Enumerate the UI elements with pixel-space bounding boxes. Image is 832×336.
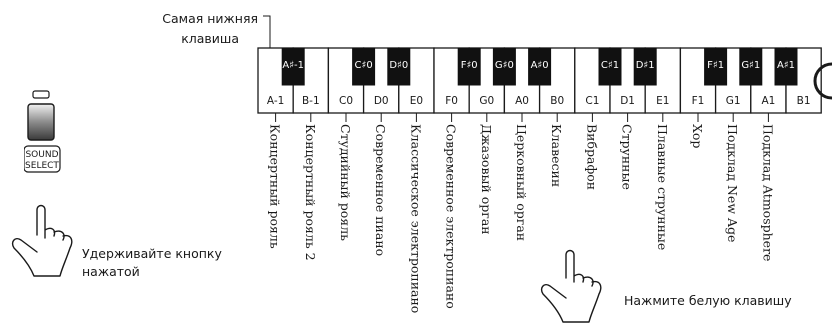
- black-key[interactable]: [774, 47, 798, 86]
- white-key-label: G0: [479, 95, 494, 107]
- sound-name: Подклад Atmosphere: [760, 124, 775, 261]
- button-face: [27, 103, 55, 141]
- sound-leader-lines: [275, 113, 769, 122]
- sound-name: Концертный рояль: [268, 124, 283, 249]
- white-key-label: E1: [656, 95, 669, 107]
- sound-name: Джазовый орган: [479, 124, 494, 235]
- lowest-key-pointer: [263, 15, 271, 48]
- sound-name: Хор: [690, 124, 705, 148]
- white-key-label: B0: [550, 95, 564, 107]
- black-key-label: G♯1: [741, 60, 760, 71]
- hand-hold-icon: [11, 204, 73, 277]
- white-key-label: C1: [585, 95, 599, 107]
- black-key-label: D♯1: [636, 60, 655, 71]
- black-key[interactable]: [598, 47, 622, 86]
- button-label-line1: SOUND: [25, 150, 58, 160]
- sound-name: Классическое электропиано: [408, 124, 423, 313]
- black-key[interactable]: [528, 47, 552, 86]
- black-key-label: A♯1: [777, 60, 795, 71]
- white-key-label: F1: [692, 95, 705, 107]
- sound-name: Струнные: [620, 124, 635, 190]
- white-key-label: G1: [726, 95, 741, 107]
- white-key-label: A-1: [267, 95, 284, 107]
- sound-name: Клавесин: [549, 124, 564, 187]
- black-key[interactable]: [457, 47, 481, 86]
- white-key-label: B-1: [302, 95, 320, 107]
- button-label-box: [23, 145, 61, 173]
- white-key-label: B1: [797, 95, 811, 107]
- sound-name: Вибрафон: [584, 124, 599, 190]
- press-instruction: Нажмите белую клавишу: [624, 293, 792, 308]
- sound-name: Концертный рояль 2: [303, 124, 318, 261]
- black-key[interactable]: [281, 47, 305, 86]
- lowest-key-label-line1: Самая нижняя: [162, 11, 258, 26]
- lowest-key-label-line2: клавиша: [181, 31, 239, 46]
- white-key-label: F0: [445, 95, 458, 107]
- black-key-label: C♯0: [355, 60, 373, 71]
- black-key[interactable]: [387, 47, 411, 86]
- black-key-label: C♯1: [601, 60, 619, 71]
- hold-instruction: Удерживайте кнопку нажатой: [82, 245, 222, 281]
- white-key-label: D1: [620, 95, 635, 107]
- black-key[interactable]: [352, 47, 376, 86]
- black-key[interactable]: [739, 47, 763, 86]
- white-key-label: C0: [339, 95, 353, 107]
- black-key-label: F♯0: [461, 60, 478, 71]
- button-label-line2: SELECT: [25, 161, 59, 171]
- hand-press-icon: [540, 249, 602, 323]
- white-key-label: A0: [515, 95, 529, 107]
- black-key-label: D♯0: [389, 60, 408, 71]
- white-key-label: A1: [761, 95, 775, 107]
- black-key-label: F♯1: [707, 60, 724, 71]
- sound-name: Церковный орган: [514, 124, 529, 241]
- sound-names: Концертный рояль Концертный рояль 2 Студий…: [268, 124, 776, 313]
- lowest-key-label: Самая нижняя клавиша: [146, 9, 258, 49]
- keyboard-edge-marker: [813, 62, 832, 100]
- black-key[interactable]: [492, 47, 516, 86]
- sound-name: Подклад New Age: [725, 124, 740, 242]
- black-key-label: G♯0: [495, 60, 514, 71]
- sound-select-button[interactable]: SOUND SELECT: [23, 90, 68, 180]
- black-key[interactable]: [704, 47, 728, 86]
- sound-name: Студийный рояль: [338, 124, 353, 241]
- black-key-label: A♯0: [531, 60, 549, 71]
- black-key-label: A♯-1: [282, 60, 304, 71]
- hold-instruction-line2: нажатой: [82, 264, 140, 279]
- black-key[interactable]: [633, 47, 657, 86]
- hold-instruction-line1: Удерживайте кнопку: [82, 246, 222, 261]
- sound-name: Плавные струнные: [655, 124, 670, 250]
- white-key-label: E0: [410, 95, 423, 107]
- sound-name: Современное пиано: [373, 124, 388, 256]
- piano-keys: A-1 B-1 C0 D0 E0 F0 G0 A0 B0 C1 D1 E1 F1 G1 A1 B1 A♯-1 C♯…: [257, 47, 822, 114]
- white-key-label: D0: [374, 95, 389, 107]
- indicator-led: [32, 90, 50, 99]
- sound-name: Современное электропиано: [444, 124, 459, 309]
